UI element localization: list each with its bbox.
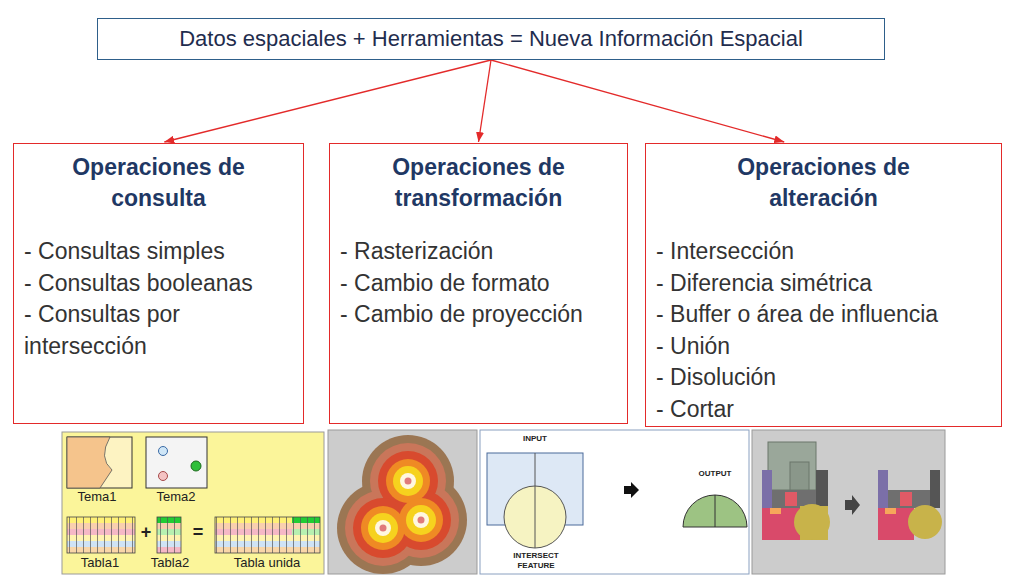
list-item: - Unión — [656, 331, 991, 363]
operator-symbol: + — [138, 522, 154, 542]
overlay-illustration — [752, 430, 945, 574]
table-label: Tabla unida — [217, 555, 317, 570]
list-item: - Diferencia simétrica — [656, 268, 991, 300]
list-item: - Cortar — [656, 394, 991, 426]
query-illustration — [62, 432, 324, 574]
table-label: Tabla1 — [70, 555, 130, 570]
category-box: Operaciones de alteración- Intersección-… — [645, 143, 1002, 427]
box-heading: Operaciones de consulta — [43, 152, 275, 214]
arrow-connector — [164, 60, 491, 142]
buffer-illustration — [328, 430, 477, 574]
arrow-connector — [491, 60, 784, 142]
list-item: - Consultas simples — [24, 236, 293, 268]
list-item: - Cambio de formato — [340, 268, 617, 300]
box-heading: Operaciones de transformación — [363, 152, 595, 214]
list-item: - Consultas booleanas — [24, 268, 293, 300]
figure-label: OUTPUT — [690, 469, 740, 479]
title-box: Datos espaciales + Herramientas = Nueva … — [97, 18, 885, 60]
intersect-illustration — [480, 430, 749, 574]
list-item: - Cambio de proyección — [340, 299, 617, 331]
list-item: - Rasterización — [340, 236, 617, 268]
title-text: Datos espaciales + Herramientas = Nueva … — [179, 25, 803, 53]
figure-label: INTERSECT FEATURE — [505, 551, 567, 571]
arrow-connector — [479, 60, 492, 142]
theme-label: Tema1 — [67, 489, 127, 504]
category-box: Operaciones de consulta - Consultas simpl… — [13, 143, 304, 424]
list-item: - Consultas por intersección — [24, 299, 293, 362]
box-heading: Operaciones de alteración — [708, 152, 940, 214]
operator-symbol: = — [190, 522, 206, 542]
list-item: - Intersección — [656, 236, 991, 268]
list-item: - Disolución — [656, 362, 991, 394]
category-box: Operaciones de transformación - Rasteriza… — [329, 143, 628, 424]
list-item: - Buffer o área de influencia — [656, 299, 991, 331]
theme-label: Tema2 — [146, 489, 206, 504]
figure-label: INPUT — [510, 434, 560, 444]
table-label: Tabla2 — [140, 555, 200, 570]
